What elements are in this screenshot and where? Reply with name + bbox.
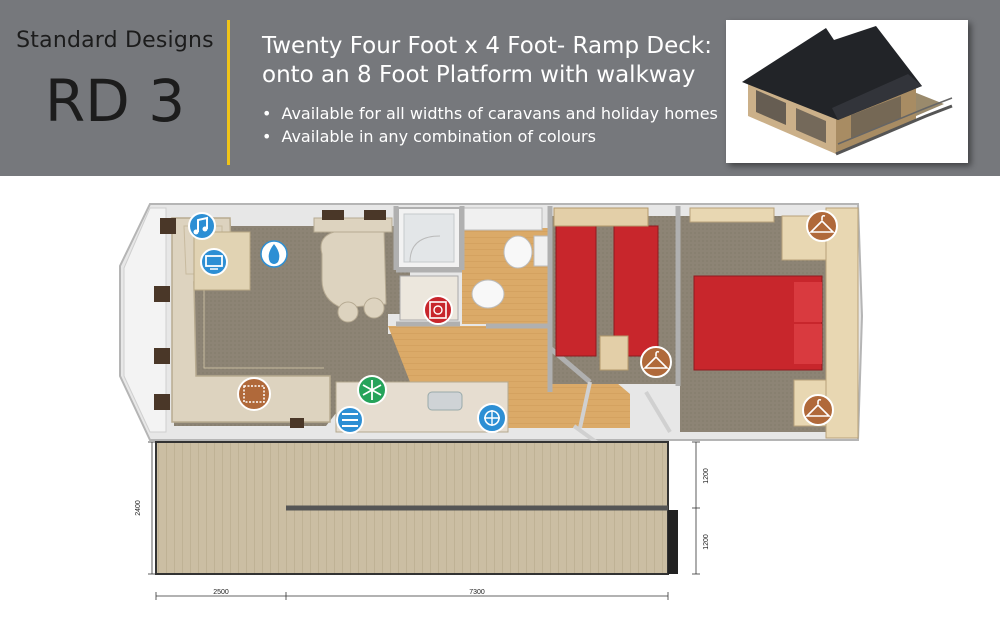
rug-icon: [237, 377, 271, 411]
headline-line-1: Twenty Four Foot x 4 Foot- Ramp Deck:: [262, 33, 712, 59]
freezer-icon: [357, 375, 387, 405]
wardrobe-hanger-icon: [802, 394, 834, 426]
music-icon: [188, 212, 216, 240]
tv-icon: [200, 248, 228, 276]
yellow-divider: [227, 20, 230, 165]
deck-3d-thumbnail: [726, 20, 968, 163]
twin-bed-right: [613, 225, 659, 357]
toilet: [503, 235, 533, 269]
floor-plan: 2400 1200 1200 2500 7300: [110, 196, 870, 616]
gas-flame-icon: [260, 240, 288, 268]
extractor-fan-icon: [477, 403, 507, 433]
dim-upper-strip: 1200: [703, 468, 710, 484]
cooker-icon: [423, 295, 453, 325]
dim-deck-depth: 2400: [135, 500, 142, 516]
feature-item: Available for all widths of caravans and…: [262, 102, 717, 125]
brand-subtitle: Standard Designs: [16, 28, 214, 53]
deck-step: [668, 510, 678, 574]
dim-ramp-length: 2500: [213, 589, 229, 596]
dim-lower-strip: 1200: [703, 534, 710, 550]
dim-platform-length: 7300: [469, 589, 485, 596]
brand-block: Standard Designs RD 3: [10, 28, 220, 135]
headline-line-2: onto an 8 Foot Platform with walkway: [262, 62, 696, 88]
floor-plan-drawing: 2400 1200 1200 2500 7300: [119, 203, 864, 600]
wardrobe-hanger-icon: [806, 210, 838, 242]
dining-table: [320, 229, 387, 309]
feature-list: Available for all widths of caravans and…: [262, 102, 718, 148]
wardrobe-hanger-icon: [640, 346, 672, 378]
heating-icon: [336, 406, 364, 434]
wardrobe-strip: [825, 207, 859, 439]
headline: Twenty Four Foot x 4 Foot- Ramp Deck: on…: [262, 32, 712, 90]
bay-window: [123, 207, 167, 433]
design-code: RD 3: [44, 67, 186, 135]
basin: [471, 279, 505, 309]
twin-bed-left: [555, 225, 597, 357]
header-banner: Standard Designs RD 3 Twenty Four Foot x…: [0, 0, 1000, 176]
feature-item: Available in any combination of colours: [262, 125, 718, 148]
